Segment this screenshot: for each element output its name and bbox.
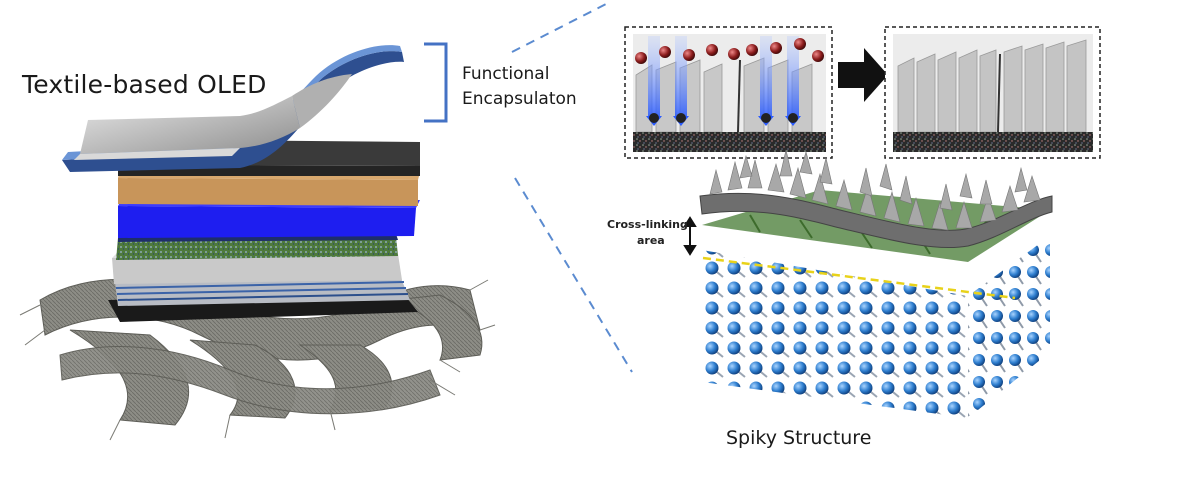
encapsulation-label-line1: Functional [462, 64, 550, 84]
spiky-film [699, 192, 1053, 249]
crosslink-label-line1: Cross-linking [607, 218, 688, 231]
crosslink-label-line2: area [637, 234, 665, 247]
dashed-leader-top [511, 1, 611, 53]
dashed-leader-bottom [514, 177, 633, 373]
panel-after [884, 26, 1101, 159]
gray-layer [112, 254, 402, 284]
oled-title: Textile-based OLED [22, 70, 267, 99]
right-arrow-icon [838, 48, 888, 102]
interface-line [702, 256, 1016, 300]
green-layer [116, 236, 398, 260]
oled-illustration [19, 45, 496, 441]
double-arrow-icon [683, 216, 697, 256]
blue-emissive-layer [118, 206, 416, 238]
panel-before [624, 26, 833, 159]
spiky-structure-illustration [683, 149, 1053, 418]
encapsulation-bracket-icon [424, 42, 448, 123]
encapsulation-label-line2: Encapsulaton [462, 89, 577, 109]
orange-layer [118, 178, 418, 206]
lattice-front [702, 250, 968, 418]
spiky-structure-caption: Spiky Structure [726, 427, 872, 449]
encapsulation-film [62, 45, 404, 172]
lattice-side [968, 236, 1050, 418]
moisture-droplets [635, 38, 824, 64]
lower-thin-layers [115, 276, 410, 306]
